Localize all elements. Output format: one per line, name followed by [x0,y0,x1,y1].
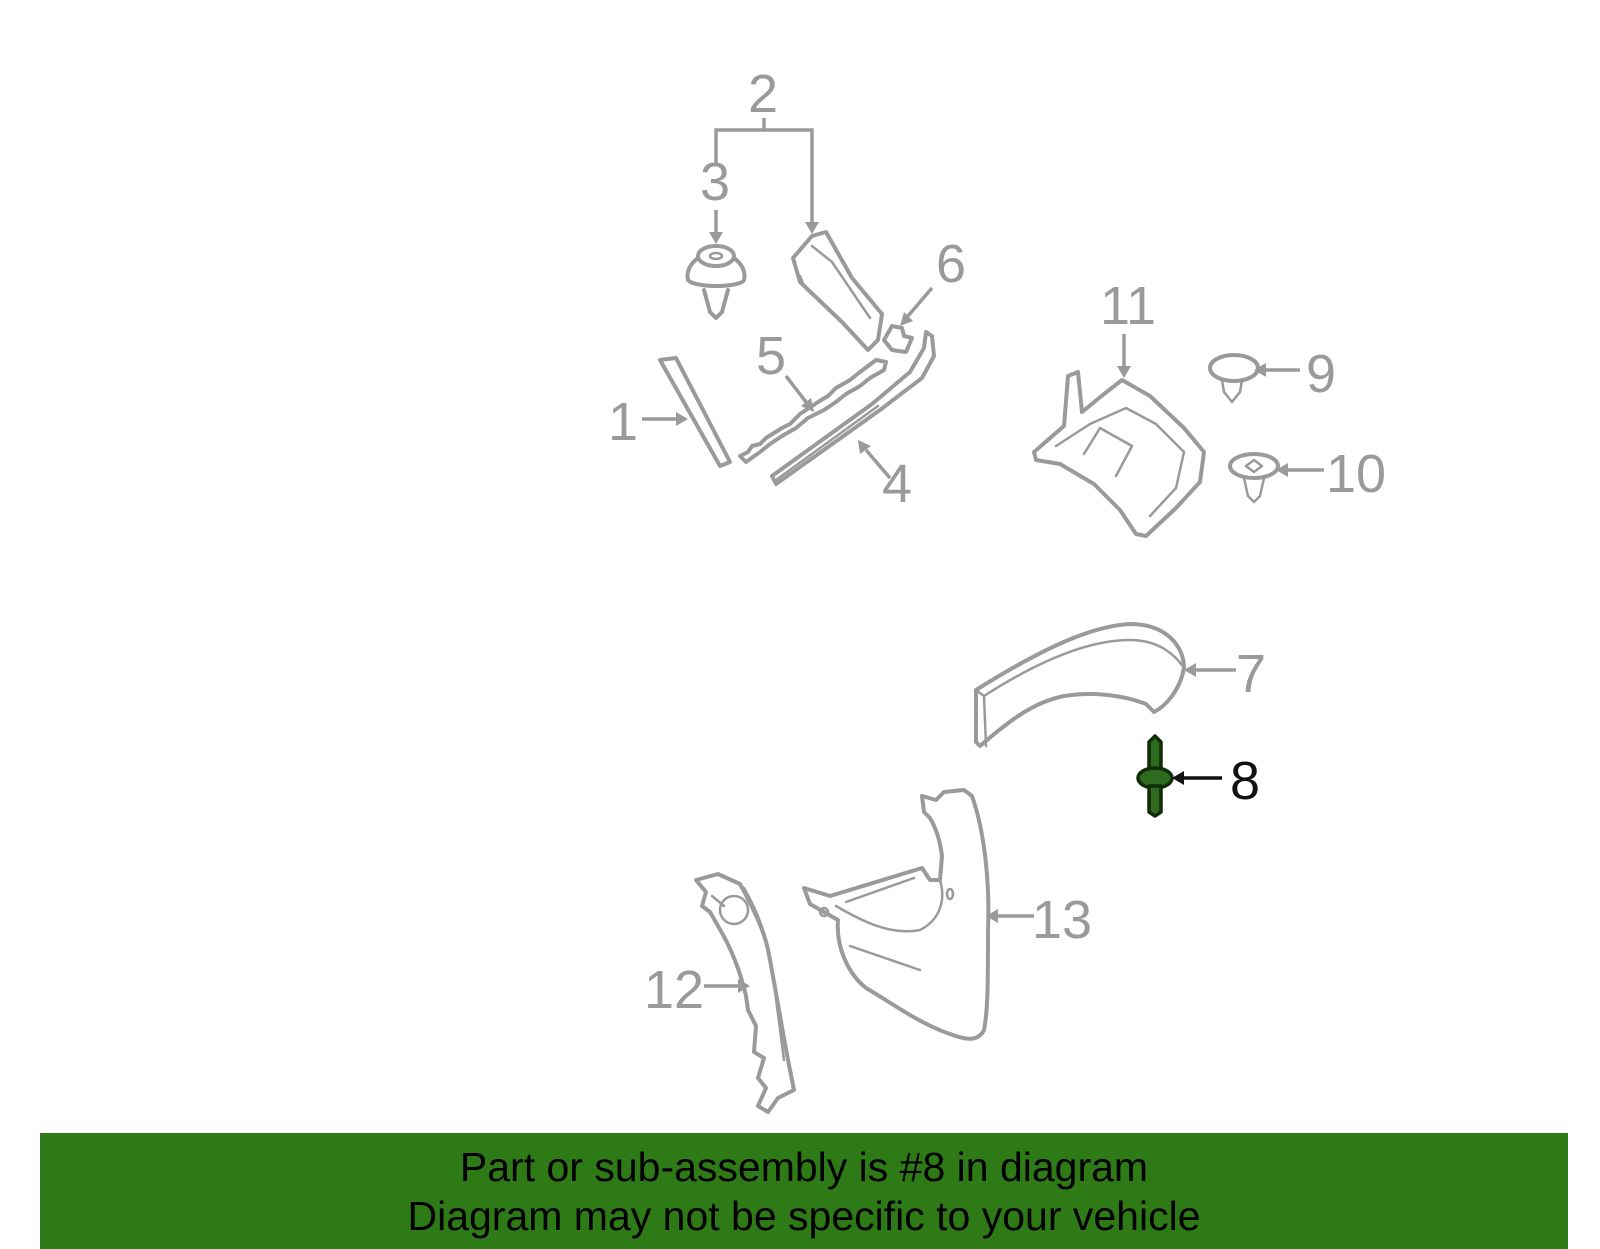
leader-4 [864,448,892,480]
part-4-sill-plate[interactable] [770,330,936,486]
info-banner: Part or sub-assembly is #8 in diagram Di… [40,1133,1568,1249]
arrow-10 [1276,463,1288,477]
banner-line-1: Part or sub-assembly is #8 in diagram [459,1144,1149,1190]
callout-9[interactable]: 9 [1306,344,1336,404]
arrow-1 [676,412,688,426]
callout-6[interactable]: 6 [936,234,966,294]
callout-11[interactable]: 11 [1100,276,1156,336]
arrow-9 [1254,363,1266,377]
part-7-fender-flare[interactable] [974,622,1186,748]
arrow-7 [1184,663,1196,677]
callout-3[interactable]: 3 [700,152,730,212]
part-13-mud-flap[interactable] [802,788,991,1041]
arrow-4 [858,440,871,454]
leader-5 [784,374,808,404]
arrow-6 [900,312,913,326]
arrow-5 [801,398,814,412]
callout-2[interactable]: 2 [748,64,778,124]
part-1-trim-strip[interactable] [658,356,732,468]
leader-2 [714,128,814,224]
part-3-clip[interactable] [685,244,747,320]
part-11-liner-bracket[interactable] [1032,370,1206,538]
part-12-splash-shield[interactable] [694,872,796,1114]
arrow-13 [986,909,998,923]
part-9-push-pin[interactable] [1208,353,1260,404]
arrow-8 [1172,771,1184,785]
arrow-2 [805,222,819,234]
callout-5[interactable]: 5 [756,326,786,386]
part-5-serrated-strip[interactable] [738,358,888,464]
callout-12[interactable]: 12 [644,960,704,1020]
arrow-11 [1117,366,1131,378]
arrow-12 [738,979,750,993]
part-10-push-pin[interactable] [1228,452,1280,504]
part-8-bolt-highlighted[interactable] [1136,734,1174,818]
callout-13[interactable]: 13 [1032,890,1092,950]
arrow-3 [709,232,723,244]
leader-6 [906,286,934,318]
part-2-pillar-trim[interactable] [791,230,884,352]
callout-1[interactable]: 1 [608,392,638,452]
callout-10[interactable]: 10 [1326,444,1386,504]
callout-8[interactable]: 8 [1230,751,1260,811]
callout-7[interactable]: 7 [1236,644,1266,704]
part-6-clip[interactable] [882,324,914,354]
banner-line-2: Diagram may not be specific to your vehi… [407,1193,1201,1239]
callout-4[interactable]: 4 [882,454,912,514]
